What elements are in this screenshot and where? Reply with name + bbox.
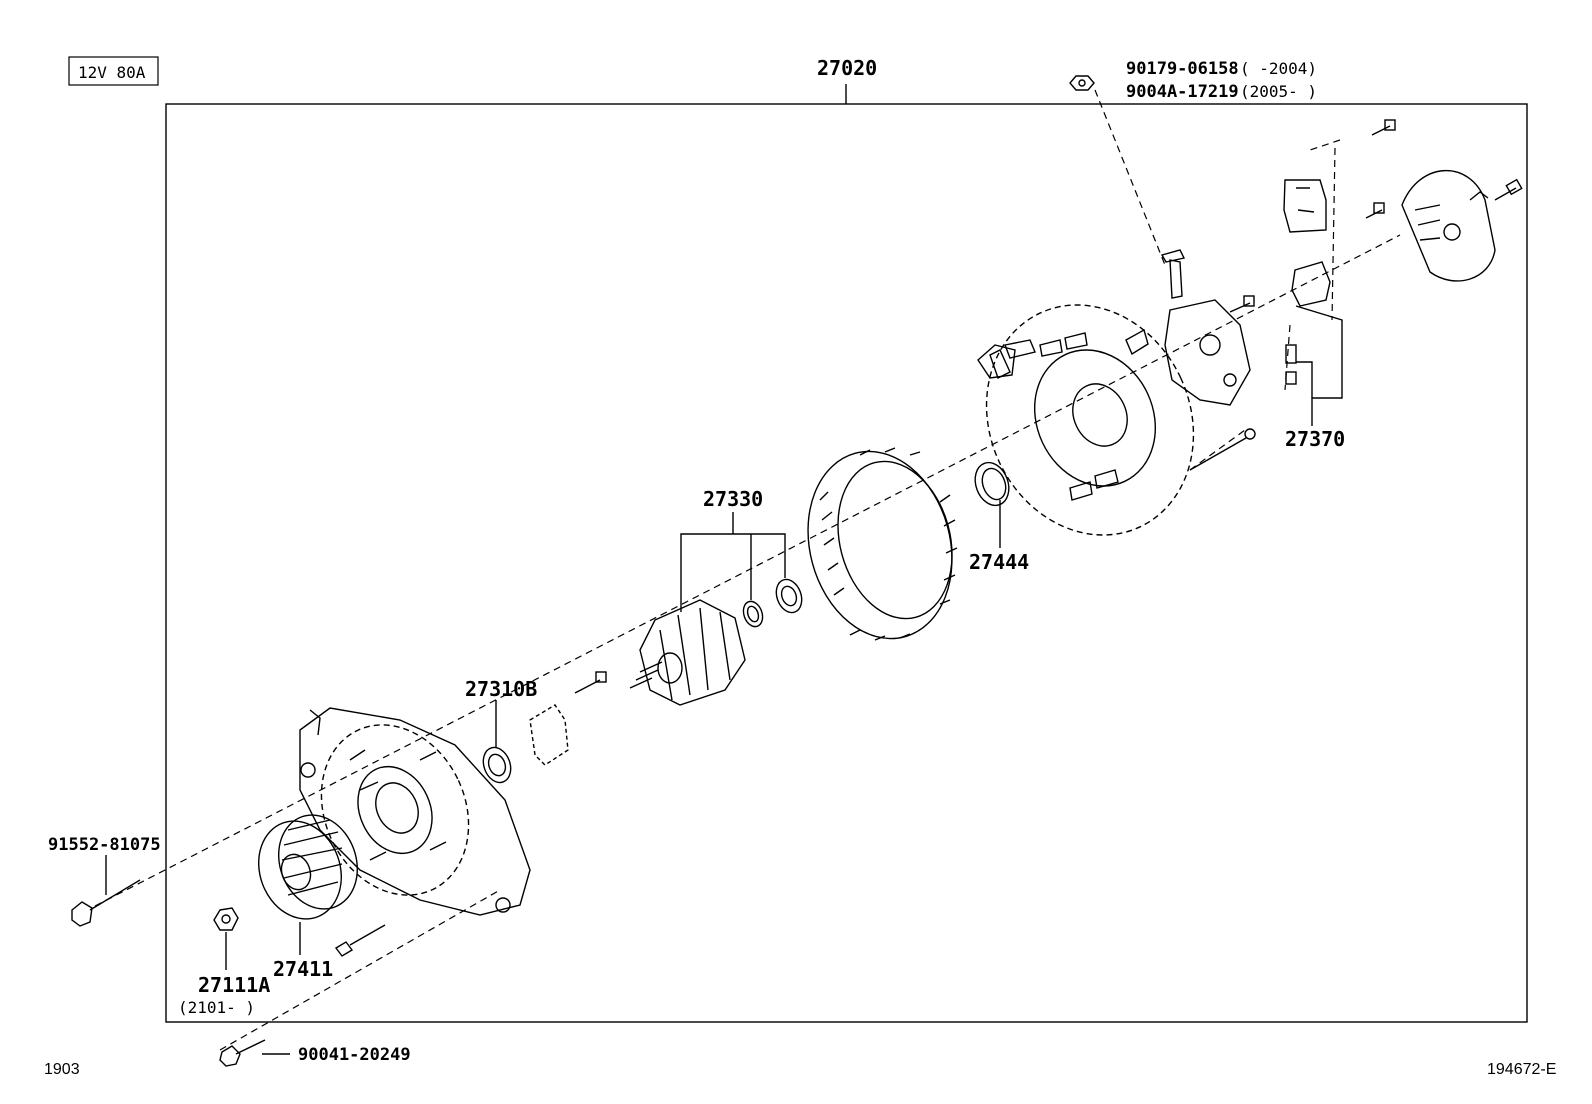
screw-icon bbox=[1371, 119, 1396, 136]
spec-box: 12V 80A bbox=[68, 56, 159, 86]
bearing-icon bbox=[482, 746, 512, 784]
assembly-number[interactable]: 27020 bbox=[817, 56, 877, 80]
stator-icon bbox=[807, 447, 958, 641]
centerline-brush bbox=[1331, 147, 1336, 321]
screw-icon bbox=[1365, 202, 1385, 219]
bolt-icon bbox=[334, 924, 386, 957]
label-9004a-17219[interactable]: 9004A-17219 bbox=[1126, 82, 1239, 102]
bearing-icon bbox=[775, 578, 803, 614]
label-27411[interactable]: 27411 bbox=[273, 957, 333, 981]
spec-box-text: 12V 80A bbox=[78, 63, 146, 82]
footer-left-code: 1903 bbox=[44, 1061, 80, 1078]
label-90179-range: ( -2004) bbox=[1240, 59, 1317, 78]
retainer-plate-icon bbox=[529, 704, 569, 766]
label-27111a[interactable]: 27111A bbox=[198, 973, 270, 997]
centerline-lower bbox=[94, 234, 1401, 907]
label-91552-81075[interactable]: 91552-81075 bbox=[48, 835, 161, 855]
screw-icon bbox=[574, 671, 607, 694]
rear-cover-icon bbox=[1401, 169, 1496, 282]
bolt-icon bbox=[1494, 178, 1523, 201]
bolt-icon bbox=[71, 879, 141, 927]
footer-right-code: 194672-E bbox=[1487, 1061, 1556, 1078]
label-27111a-range: (2101- ) bbox=[178, 998, 255, 1017]
bushing-icon bbox=[1125, 328, 1149, 356]
assembly-frame bbox=[165, 103, 1528, 1023]
centerline-top-nut bbox=[1094, 89, 1166, 266]
label-9004a-range: (2005- ) bbox=[1240, 82, 1317, 101]
stud-bolt-icon bbox=[1189, 428, 1256, 471]
ring-icon bbox=[974, 461, 1010, 507]
regulator-icon bbox=[1285, 261, 1331, 385]
rotor-icon bbox=[629, 599, 746, 706]
rectifier-icon bbox=[1160, 249, 1251, 406]
nut-icon bbox=[213, 907, 239, 931]
bolt-icon bbox=[219, 1039, 266, 1067]
label-27370[interactable]: 27370 bbox=[1285, 427, 1345, 451]
drive-end-frame-icon bbox=[299, 707, 531, 916]
label-27310b[interactable]: 27310B bbox=[465, 677, 537, 701]
label-27444[interactable]: 27444 bbox=[969, 550, 1029, 574]
rear-frame-icon bbox=[977, 304, 1195, 536]
label-27330[interactable]: 27330 bbox=[703, 487, 763, 511]
label-90179-06158[interactable]: 90179-06158 bbox=[1126, 59, 1239, 79]
bolt-icon bbox=[1229, 295, 1255, 313]
nut-icon bbox=[1069, 75, 1095, 91]
centerline-bolt bbox=[219, 889, 501, 1051]
brush-holder-icon bbox=[1283, 179, 1327, 233]
washer-icon bbox=[742, 600, 764, 628]
pulley-icon bbox=[258, 814, 359, 920]
label-90041-20249[interactable]: 90041-20249 bbox=[298, 1045, 411, 1065]
